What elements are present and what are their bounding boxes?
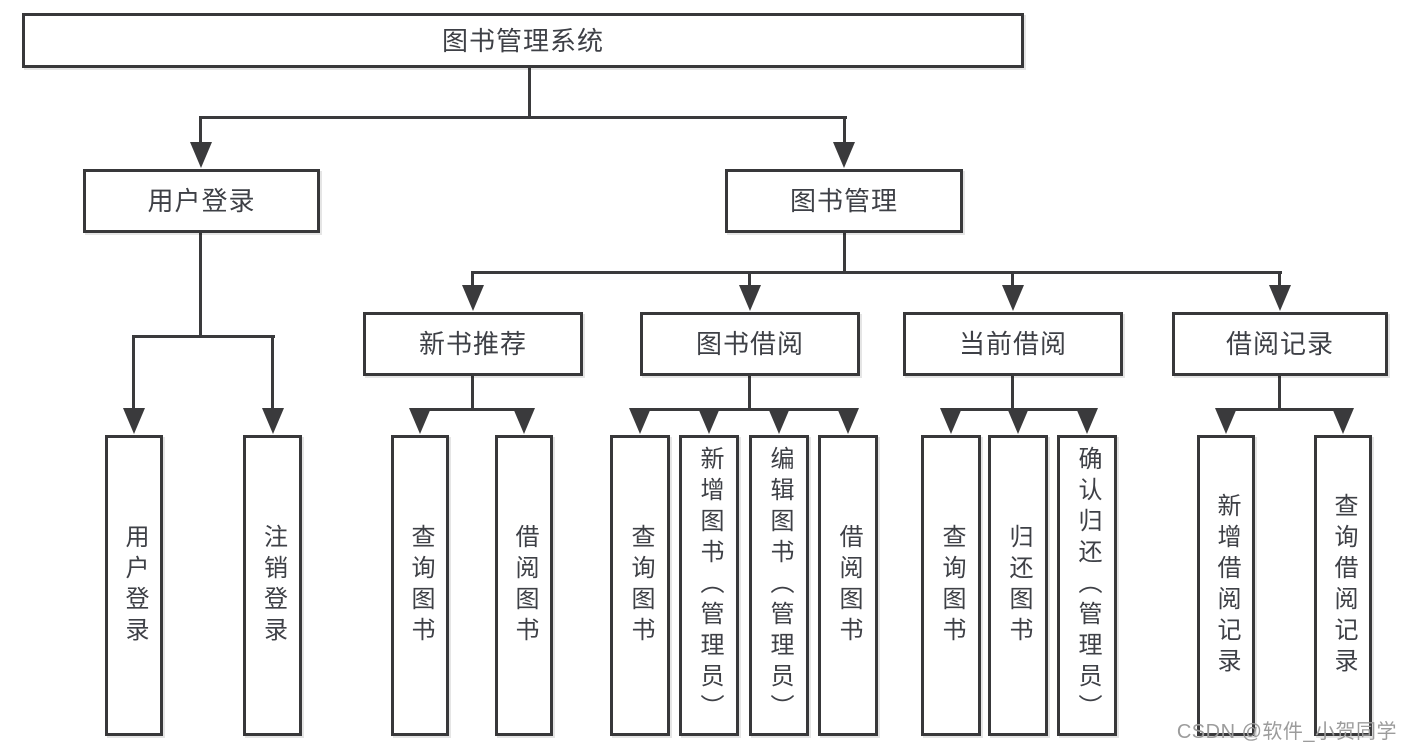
arrow-down-icon [837, 408, 859, 434]
arrow-down-icon [262, 408, 284, 434]
arrow-down-icon [1076, 408, 1098, 434]
connector-drop-new-book [471, 271, 474, 287]
node-label: 编辑图书（管理员） [766, 446, 793, 725]
connector-drop-user-login [199, 116, 202, 144]
leaf-return-books: 归还图书 [988, 435, 1048, 736]
connector-book-borrow-stem [748, 376, 751, 411]
node-label: 图书管理系统 [441, 25, 604, 56]
node-label: 查询图书 [407, 523, 434, 648]
node-label: 查询图书 [627, 523, 654, 648]
arrow-down-icon [940, 408, 962, 434]
node-label: 用户登录 [147, 186, 256, 216]
connector-current-borrow-stem [1011, 376, 1014, 411]
arrow-down-icon [1215, 408, 1237, 434]
node-label: 图书借阅 [695, 329, 804, 359]
arrow-down-icon [409, 408, 431, 434]
connector-drop-book-management [843, 116, 846, 144]
node-label: 查询借阅记录 [1330, 492, 1357, 679]
arrow-down-icon [629, 408, 651, 434]
node-label: 新书推荐 [418, 329, 527, 359]
arrow-down-icon [1007, 408, 1029, 434]
connector-drop-leaf-login [132, 335, 135, 410]
node-label: 用户登录 [121, 523, 148, 648]
connector-new-book-stem [471, 376, 474, 411]
connector-borrow-records-bus [1224, 408, 1345, 411]
leaf-query-borrow-record: 查询借阅记录 [1314, 435, 1372, 736]
leaf-confirm-return-admin: 确认归还（管理员） [1057, 435, 1117, 736]
arrow-down-icon [1269, 285, 1291, 311]
node-library-management-system: 图书管理系统 [22, 13, 1024, 68]
leaf-borrow-books-recommend: 借阅图书 [495, 435, 553, 736]
node-label: 借阅记录 [1225, 329, 1334, 359]
connector-user-login-bus [132, 335, 275, 338]
node-book-management: 图书管理 [725, 169, 963, 233]
leaf-query-books-recommend: 查询图书 [391, 435, 449, 736]
connector-drop-book-borrow [748, 271, 751, 287]
arrow-down-icon [833, 142, 855, 168]
leaf-query-books-current: 查询图书 [921, 435, 981, 736]
node-label: 借阅图书 [835, 523, 862, 648]
node-label: 归还图书 [1005, 523, 1032, 648]
arrow-down-icon [739, 285, 761, 311]
csdn-watermark: CSDN @软件_小贺同学 [1176, 721, 1397, 743]
connector-book-borrow-bus [638, 408, 850, 411]
leaf-query-books-borrowing: 查询图书 [610, 435, 670, 736]
node-new-book-recommendation: 新书推荐 [363, 312, 583, 376]
leaf-borrow-books-borrowing: 借阅图书 [818, 435, 878, 736]
connector-level3-bus [471, 271, 1282, 274]
node-label: 注销登录 [259, 523, 287, 648]
node-label: 新增借阅记录 [1213, 492, 1240, 679]
node-book-borrowing: 图书借阅 [640, 312, 860, 376]
node-label: 当前借阅 [958, 329, 1067, 359]
node-borrowing-records: 借阅记录 [1172, 312, 1388, 376]
connector-level2-bus [199, 116, 847, 119]
arrow-down-icon [462, 285, 484, 311]
node-current-borrowing: 当前借阅 [903, 312, 1123, 376]
connector-book-management-stem [843, 233, 846, 274]
connector-user-login-stem [199, 233, 202, 338]
arrow-down-icon [513, 408, 535, 434]
leaf-user-login: 用户登录 [105, 435, 163, 736]
leaf-add-borrow-record: 新增借阅记录 [1197, 435, 1255, 736]
connector-drop-borrow-records [1278, 271, 1281, 287]
node-label: 新增图书（管理员） [696, 446, 723, 725]
arrow-down-icon [190, 142, 212, 168]
connector-borrow-records-stem [1278, 376, 1281, 411]
node-user-login: 用户登录 [83, 169, 320, 233]
arrow-down-icon [698, 408, 720, 434]
node-label: 借阅图书 [511, 523, 538, 648]
connector-drop-current-borrow [1011, 271, 1014, 287]
node-label: 查询图书 [938, 523, 965, 648]
node-label: 图书管理 [789, 186, 898, 216]
connector-root-stem [528, 68, 531, 118]
node-label: 确认归还（管理员） [1074, 446, 1101, 725]
arrow-down-icon [1332, 408, 1354, 434]
arrow-down-icon [1002, 285, 1024, 311]
connector-new-book-bus [418, 408, 526, 411]
connector-drop-leaf-logout [271, 335, 274, 410]
arrow-down-icon [768, 408, 790, 434]
leaf-logout: 注销登录 [243, 435, 302, 736]
leaf-edit-books-admin: 编辑图书（管理员） [749, 435, 809, 736]
leaf-add-books-admin: 新增图书（管理员） [679, 435, 739, 736]
arrow-down-icon [123, 408, 145, 434]
